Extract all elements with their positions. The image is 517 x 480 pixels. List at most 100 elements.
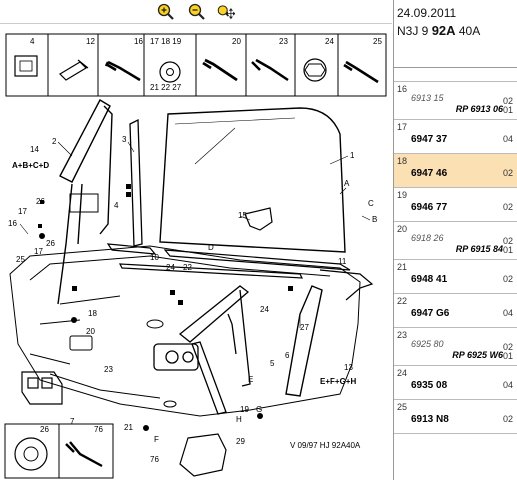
svg-text:24: 24 (166, 263, 175, 272)
svg-text:26: 26 (36, 197, 45, 206)
svg-text:C: C (368, 199, 374, 208)
rivet-part-icon[interactable] (59, 59, 89, 81)
quantity-secondary: 01 (502, 351, 513, 361)
svg-text:29: 29 (236, 437, 245, 446)
svg-text:22: 22 (183, 263, 192, 272)
svg-text:19: 19 (240, 405, 249, 414)
quantity: 02 (502, 274, 513, 284)
svg-text:25: 25 (16, 255, 25, 264)
svg-text:17: 17 (18, 207, 27, 216)
svg-text:24: 24 (325, 37, 334, 46)
catalog-date: 24.09.2011 (397, 6, 457, 20)
svg-text:25: 25 (373, 37, 382, 46)
svg-text:23: 23 (279, 37, 288, 46)
row-position: 24 (397, 368, 408, 378)
svg-text:76: 76 (150, 455, 159, 464)
washer-part-icon[interactable] (159, 61, 181, 83)
bolt-part-icon[interactable] (104, 60, 141, 82)
svg-text:1: 1 (350, 151, 355, 160)
row-position: 21 (397, 262, 408, 272)
svg-text:B: B (372, 215, 377, 224)
rear-guide-rail[interactable] (285, 285, 323, 397)
sill-strips[interactable] (106, 243, 374, 301)
tapping-screw-part-icon[interactable] (343, 60, 379, 84)
row-position: 23 (397, 330, 408, 340)
svg-text:10: 10 (150, 253, 159, 262)
quantity: 04 (502, 134, 513, 144)
svg-text:16: 16 (8, 219, 17, 228)
svg-text:21: 21 (124, 423, 133, 432)
zoom-out-icon[interactable] (188, 3, 206, 21)
svg-text:4: 4 (30, 37, 35, 46)
svg-text:17: 17 (34, 247, 43, 256)
svg-text:4: 4 (114, 201, 119, 210)
row-position: 22 (397, 296, 408, 306)
svg-text:11: 11 (338, 257, 347, 266)
svg-text:27: 27 (300, 323, 309, 332)
pan-zoom-icon[interactable] (217, 3, 235, 21)
svg-text:18: 18 (88, 309, 97, 318)
control-module[interactable] (179, 433, 227, 477)
svg-text:17 18 19: 17 18 19 (150, 37, 182, 46)
catalog-code: N3J 9 92A 40A (397, 23, 481, 39)
replacement-reference: RP 6915 84 (455, 244, 503, 254)
row-position: 17 (397, 122, 408, 132)
run-channel[interactable] (129, 118, 143, 247)
part-reference: 6935 08 (411, 380, 448, 391)
quantity: 02 (502, 96, 513, 106)
glass-bracket[interactable] (244, 207, 273, 231)
svg-text:12: 12 (86, 37, 95, 46)
screw-part-icon[interactable] (202, 58, 238, 82)
top-parts-strip (5, 33, 387, 97)
quantity: 02 (502, 202, 513, 212)
part-reference: 6918 26 (411, 233, 444, 243)
list-spacer (394, 68, 517, 82)
quantity: 02 (502, 414, 513, 424)
quantity: 02 (502, 236, 513, 246)
zoom-in-icon[interactable] (157, 3, 175, 21)
svg-text:26: 26 (40, 425, 49, 434)
svg-text:F: F (154, 435, 159, 444)
window-switch[interactable] (21, 371, 63, 405)
replacement-reference: RP 6925 W6 (452, 350, 503, 360)
grommet-part-icon[interactable] (14, 437, 48, 471)
front-glass-frame[interactable] (57, 99, 113, 305)
svg-text:E+F+G+H: E+F+G+H (320, 377, 356, 386)
part-reference: 6948 41 (411, 274, 448, 285)
svg-text:D: D (208, 243, 214, 252)
screw-76-part-icon[interactable] (65, 441, 103, 468)
quantity: 02 (502, 342, 513, 352)
diagram-canvas: 4 12 16 17 18 19 21 22 27 20 23 24 25 (4, 33, 387, 479)
window-regulator[interactable] (153, 285, 251, 415)
svg-text:5: 5 (270, 359, 275, 368)
svg-text:21 22 27: 21 22 27 (150, 83, 182, 92)
part-reference: 6947 46 (411, 168, 448, 179)
row-position: 19 (397, 190, 408, 200)
nut-part-icon[interactable] (303, 58, 327, 82)
exploded-parts-diagram: 4 12 16 17 18 19 21 22 27 20 23 24 25 (0, 24, 392, 480)
svg-text:16: 16 (134, 37, 143, 46)
row-position: 16 (397, 84, 408, 94)
fastener-markers (38, 184, 293, 431)
svg-text:E: E (248, 375, 253, 384)
svg-text:V 09/97 HJ 92A40A: V 09/97 HJ 92A40A (290, 441, 361, 450)
window-glass[interactable] (159, 107, 346, 253)
flange-screw-part-icon[interactable] (251, 58, 289, 82)
accessory-boxes (4, 423, 114, 479)
svg-text:6: 6 (285, 351, 290, 360)
svg-text:24: 24 (260, 305, 269, 314)
clip-part-icon[interactable] (14, 55, 38, 77)
svg-text:20: 20 (86, 327, 95, 336)
quantity-secondary: 01 (502, 105, 513, 115)
